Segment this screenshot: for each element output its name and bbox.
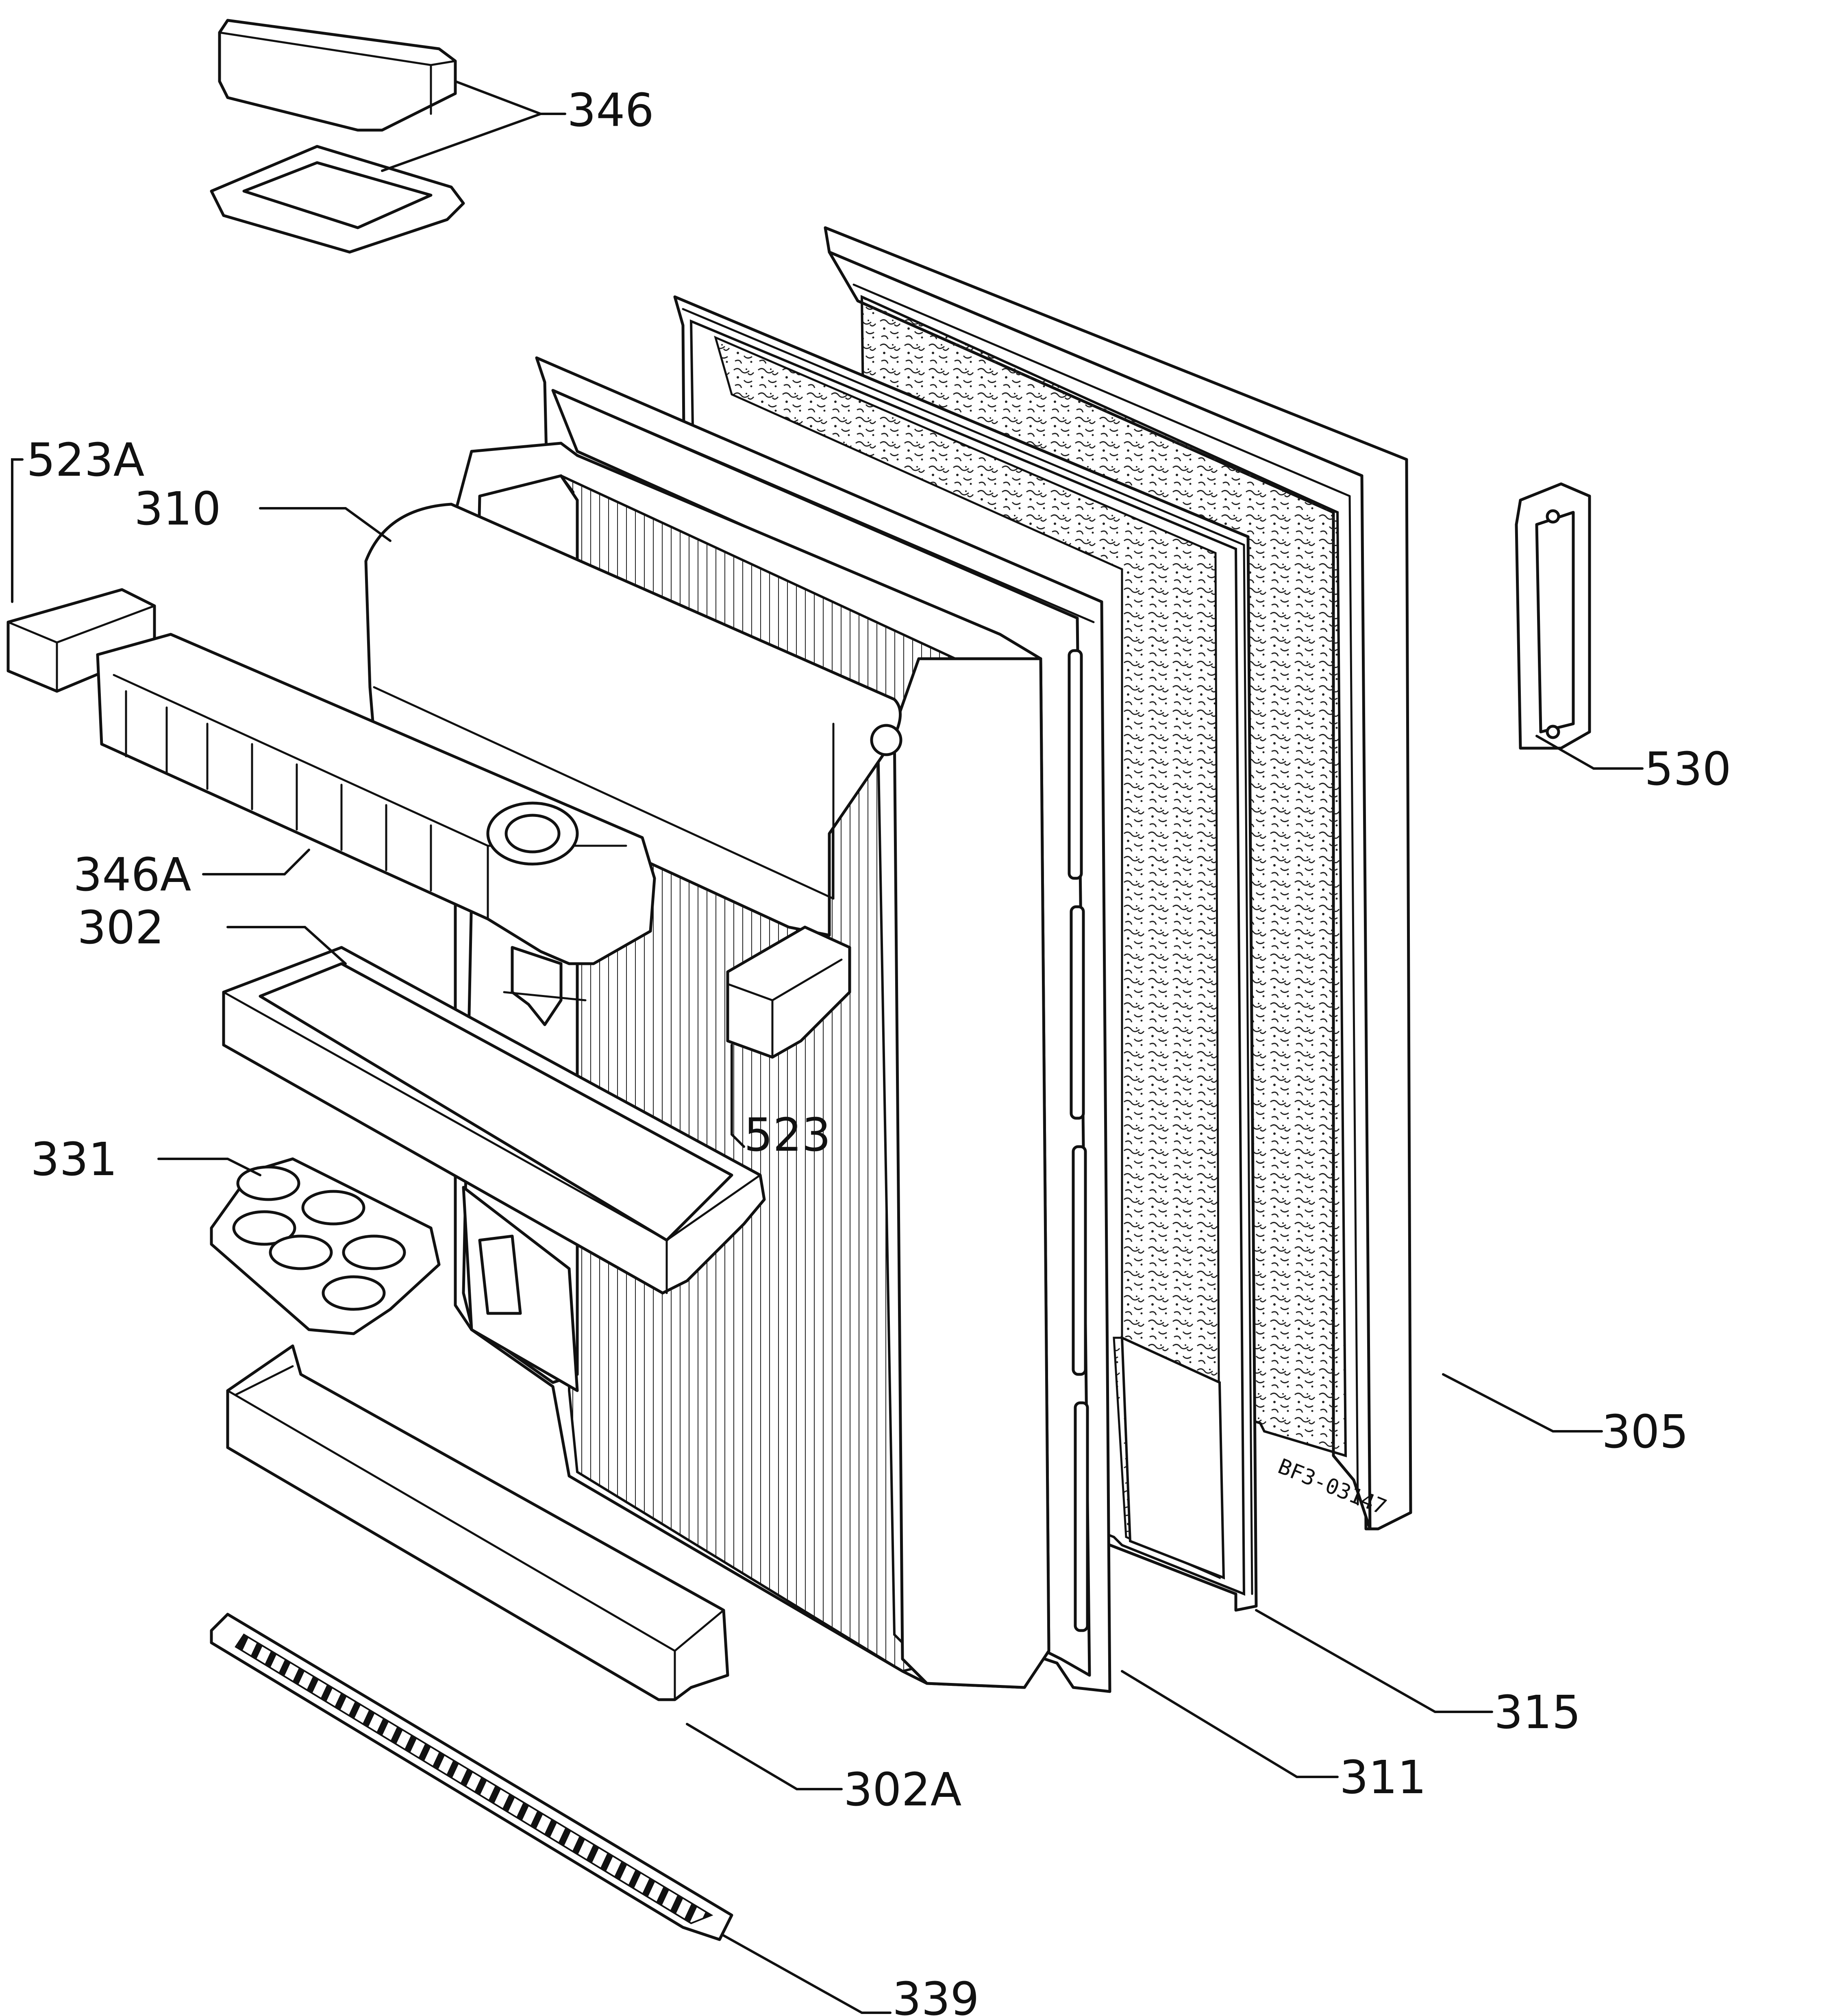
callout-331: 331 <box>30 1133 117 1186</box>
bottom-door-shelf-302A <box>226 1344 729 1701</box>
callout-305: 305 <box>1602 1406 1689 1459</box>
callout-530: 530 <box>1644 743 1731 796</box>
callout-302A: 302A <box>844 1763 961 1816</box>
callout-523: 523 <box>744 1109 831 1162</box>
callout-302: 302 <box>77 901 164 954</box>
dairy-flap-310 <box>364 503 902 937</box>
door-handle-530 <box>1515 482 1591 750</box>
butter-compartment-346 <box>210 19 465 254</box>
callout-346A: 346A <box>73 849 191 901</box>
callout-311: 311 <box>1340 1751 1427 1804</box>
callout-310: 310 <box>134 483 221 536</box>
egg-tray-331 <box>210 1157 441 1335</box>
switch-cover-523 <box>726 925 851 1059</box>
ventilation-grille-339 <box>210 1613 733 1941</box>
door-shelf-302 <box>222 946 766 1295</box>
callout-346: 346 <box>567 84 654 137</box>
callout-339: 339 <box>892 1973 979 2016</box>
callout-315: 315 <box>1494 1686 1581 1739</box>
leader-lines <box>11 80 1644 2014</box>
callout-523A: 523A <box>26 434 144 487</box>
dairy-compartment-346A <box>96 633 656 1026</box>
